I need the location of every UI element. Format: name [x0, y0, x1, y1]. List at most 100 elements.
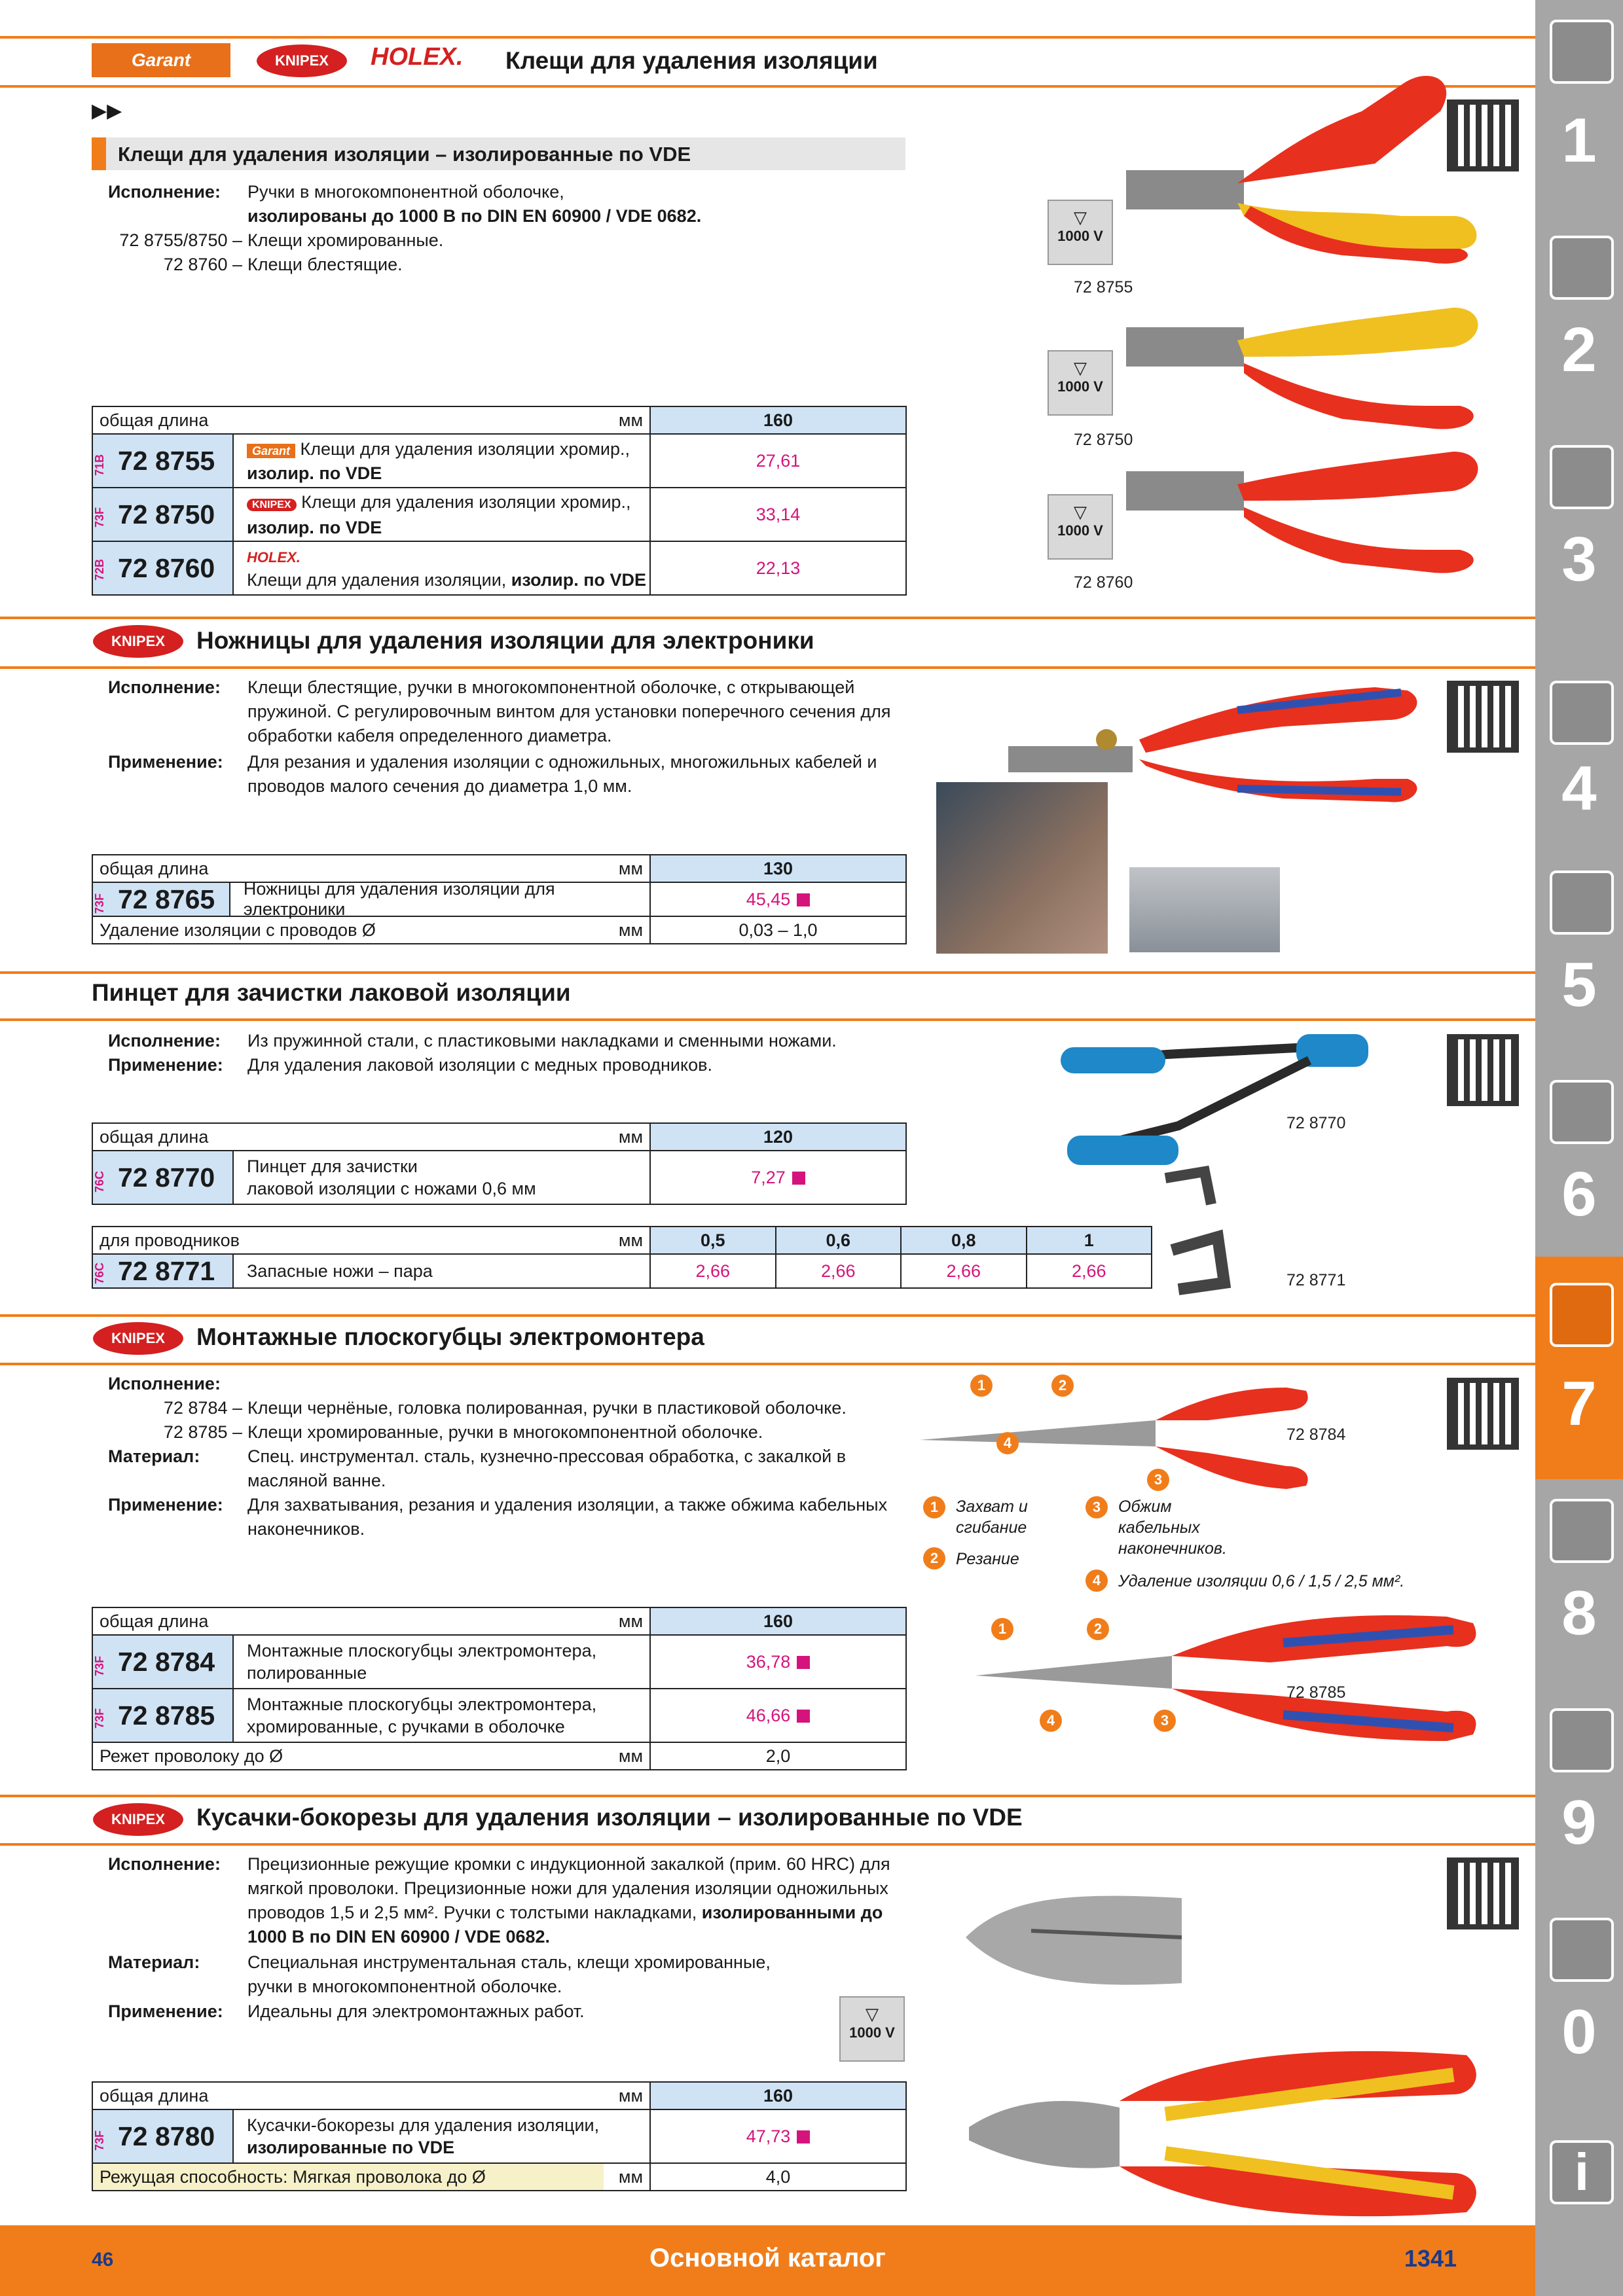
- legend-marker-1: 1: [923, 1496, 945, 1518]
- qr-code: [1447, 1034, 1519, 1106]
- electrician-pliers-image-1: [920, 1388, 1308, 1489]
- article-number: 72 8760: [93, 542, 234, 594]
- section-divider: [0, 1314, 1535, 1317]
- tweezers-image: [1061, 1034, 1368, 1295]
- side-tab-1[interactable]: 1: [1535, 0, 1623, 209]
- section-divider: [0, 971, 1535, 974]
- callout-1: 1: [970, 1374, 993, 1397]
- diagonal-cutters-image: [969, 2051, 1476, 2217]
- section4-title: Монтажные плоскогубцы электромонтера: [196, 1323, 704, 1350]
- side-tab-5[interactable]: 5: [1535, 851, 1623, 1047]
- image-caption: 72 8785: [1286, 1683, 1346, 1702]
- side-tab-6[interactable]: 6: [1535, 1060, 1623, 1257]
- footer-page-left: 46: [92, 2249, 114, 2270]
- price: 33,14: [649, 487, 907, 542]
- section-divider: [0, 1843, 1535, 1846]
- callout-2: 2: [1051, 1374, 1074, 1397]
- workbench-icon: [1550, 1499, 1614, 1563]
- detail-photo: [1129, 867, 1280, 952]
- price: 2,66: [1025, 1253, 1152, 1289]
- side-tab-3[interactable]: 3: [1535, 432, 1623, 628]
- section-divider: [0, 1795, 1535, 1797]
- price: 22,13: [649, 541, 907, 596]
- stripping-pliers-image: [1126, 75, 1478, 573]
- price: 36,78: [649, 1634, 907, 1689]
- insert-icon: [1550, 236, 1614, 300]
- side-tab-4[interactable]: 4: [1535, 641, 1623, 838]
- vde-badge: ▽1000 V: [1048, 200, 1113, 265]
- legend-marker-2: 2: [923, 1547, 945, 1570]
- side-tab-info[interactable]: i: [1535, 2121, 1623, 2296]
- section4-description: Исполнение: 72 8784 – Клещи чернёные, го…: [108, 1374, 888, 1539]
- saw-blade-icon: [1550, 870, 1614, 935]
- legend-marker-4: 4: [1085, 1570, 1108, 1592]
- section5-title: Кусачки-бокорезы для удаления изоляции –…: [196, 1804, 1023, 1831]
- side-tab-0[interactable]: 0: [1535, 1898, 1623, 2114]
- image-caption: 72 8771: [1286, 1271, 1346, 1289]
- cabinet-icon: [1550, 1708, 1614, 1772]
- legend-4: Удаление изоляции 0,6 / 1,5 / 2,5 мм².: [1118, 1572, 1405, 1590]
- header-top-line: [0, 36, 1535, 39]
- article-number: 72 8750: [93, 488, 234, 541]
- section-divider: [0, 617, 1535, 619]
- article-number: 72 8771: [93, 1255, 234, 1287]
- section-divider: [0, 666, 1535, 669]
- legend-marker-3: 3: [1085, 1496, 1108, 1518]
- section3-title: Пинцет для зачистки лаковой изоляции: [92, 979, 571, 1006]
- image-caption: 72 8755: [1074, 278, 1133, 296]
- footer-page-right: 1341: [1404, 2245, 1457, 2272]
- side-tab-7[interactable]: 7: [1535, 1257, 1623, 1479]
- qr-code: [1447, 681, 1519, 753]
- order-code: 73F: [93, 1708, 106, 1729]
- callout-3: 3: [1154, 1710, 1176, 1732]
- side-tab-8[interactable]: 8: [1535, 1479, 1623, 1689]
- price: 47,73: [649, 2109, 907, 2164]
- order-code: 76C: [93, 1170, 106, 1193]
- price: 2,66: [649, 1253, 776, 1289]
- image-caption: 72 8770: [1286, 1114, 1346, 1132]
- electrician-pliers-image-2: [976, 1615, 1476, 1741]
- order-code: 72B: [93, 558, 106, 581]
- knipex-logo: KNIPEX: [93, 625, 183, 658]
- wrench-icon: [1550, 1080, 1614, 1144]
- section2-title: Ножницы для удаления изоляции для электр…: [196, 627, 814, 654]
- order-code: 71B: [93, 454, 106, 476]
- side-tab-9[interactable]: 9: [1535, 1689, 1623, 1898]
- price: 27,61: [649, 433, 907, 488]
- section-divider: [0, 1363, 1535, 1365]
- article-number: 72 8780: [93, 2110, 234, 2162]
- plier-72-8760: [1126, 452, 1478, 573]
- legend-2: Резание: [956, 1550, 1019, 1568]
- callout-1: 1: [991, 1618, 1013, 1640]
- article-number: 72 8784: [93, 1636, 234, 1688]
- callout-3: 3: [1147, 1469, 1169, 1491]
- section1-description: Исполнение: Ручки в многокомпонентной об…: [108, 180, 907, 285]
- vde-badge: ▽1000 V: [1048, 494, 1113, 560]
- knipex-logo: KNIPEX: [93, 1322, 183, 1355]
- section-divider: [0, 1018, 1535, 1021]
- plier-72-8750: [1126, 308, 1478, 429]
- safety-goggles-icon: [1550, 1918, 1614, 1982]
- side-tab-2[interactable]: 2: [1535, 223, 1623, 419]
- section2-description: Исполнение: Клещи блестящие, ручки в мно…: [108, 677, 891, 796]
- legend-1: Захват и сгибание: [956, 1498, 1028, 1537]
- section1-subtitle-bar: Клещи для удаления изоляции – изолирован…: [92, 137, 905, 170]
- qr-code: [1447, 1857, 1519, 1929]
- vde-badge: ▽1000 V: [1048, 350, 1113, 416]
- section5-description: Исполнение: Прецизионные режущие кромки …: [108, 1854, 890, 2021]
- drill-icon: [1550, 20, 1614, 84]
- section3-description: Исполнение: Из пружинной стали, с пласти…: [108, 1031, 837, 1075]
- order-code: 73F: [93, 893, 106, 914]
- label-execution: Исполнение:: [108, 182, 221, 202]
- diagonal-cutters-detail-image: [966, 1895, 1182, 1985]
- section1-subtitle: Клещи для удаления изоляции – изолирован…: [118, 143, 691, 166]
- vde-badge: ▽1000 V: [839, 1996, 905, 2062]
- order-code: 73F: [93, 2130, 106, 2151]
- garant-logo: Garant: [92, 43, 230, 77]
- price: 2,66: [900, 1253, 1027, 1289]
- order-code: 76C: [93, 1262, 106, 1284]
- footer-bar: 46 Основной каталог 1341: [0, 2225, 1535, 2296]
